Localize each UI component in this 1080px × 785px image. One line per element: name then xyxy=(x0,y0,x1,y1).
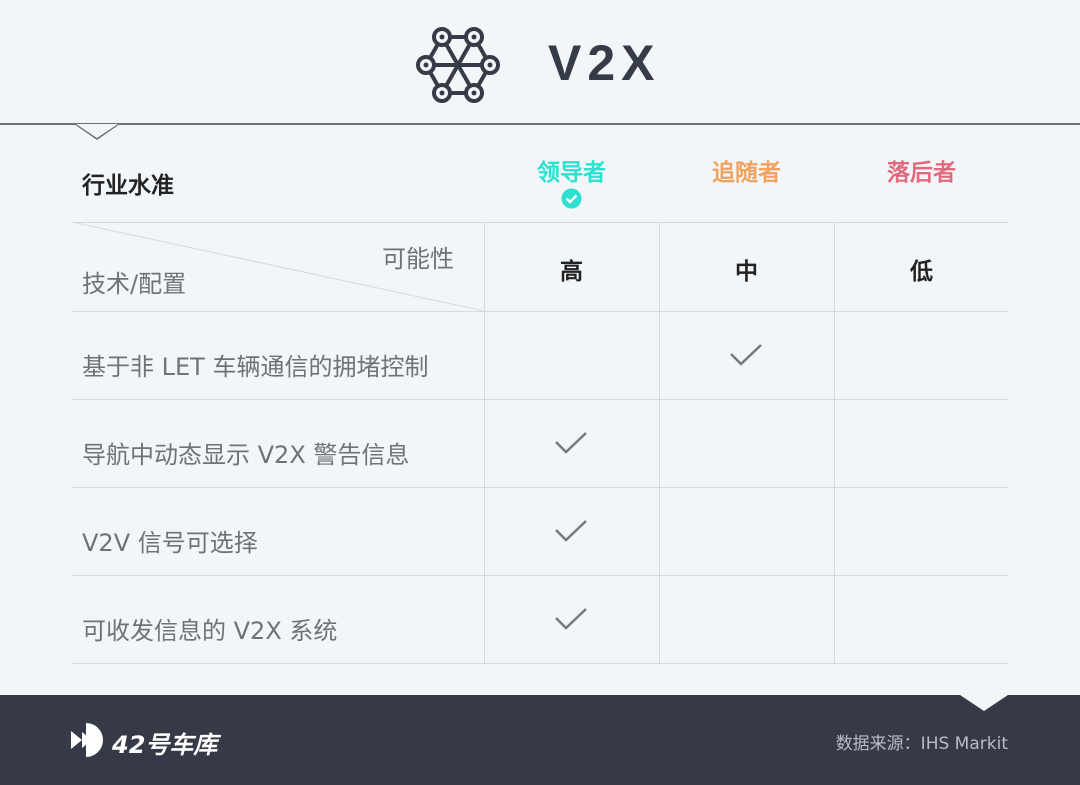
tier-laggard: 落后者 xyxy=(887,160,956,186)
likelihood-high: 高 xyxy=(560,259,583,285)
col-divider xyxy=(659,222,660,663)
row-divider xyxy=(72,222,1008,223)
check-icon xyxy=(730,344,762,366)
check-icon xyxy=(555,608,587,630)
footer-notch xyxy=(960,695,1008,711)
likelihood-medium: 中 xyxy=(735,259,758,285)
row-divider xyxy=(72,575,1008,576)
row-label: 可收发信息的 V2X 系统 xyxy=(82,617,338,645)
row-divider xyxy=(72,487,1008,488)
col-divider xyxy=(484,222,485,663)
divider-notch-fill xyxy=(76,124,118,138)
data-source: 数据来源：IHS Markit xyxy=(835,734,1008,754)
row-label: 导航中动态显示 V2X 警告信息 xyxy=(82,441,410,469)
divider xyxy=(0,123,1080,125)
check-icon xyxy=(555,520,587,542)
diag-header-tech: 技术/配置 xyxy=(82,270,187,298)
brand-name: 42号车库 xyxy=(112,731,218,759)
diag-header-likelihood: 可能性 xyxy=(382,245,454,273)
row-divider xyxy=(72,663,1008,664)
tier-follower: 追随者 xyxy=(712,160,781,186)
likelihood-low: 低 xyxy=(910,259,933,285)
row-divider xyxy=(72,399,1008,400)
network-hexagon-icon xyxy=(416,27,500,103)
row-label: V2V 信号可选择 xyxy=(82,529,258,557)
footer xyxy=(0,695,1080,785)
diagonal-line xyxy=(72,222,484,311)
standard-label: 行业水准 xyxy=(82,173,174,199)
row-label: 基于非 LET 车辆通信的拥堵控制 xyxy=(82,353,429,381)
check-icon xyxy=(555,432,587,454)
row-divider xyxy=(72,311,1008,312)
page-title: V2X xyxy=(548,35,661,91)
brand-logo-icon xyxy=(71,723,103,757)
tier-leader: 领导者 xyxy=(537,160,606,186)
selected-check-icon xyxy=(561,188,582,209)
col-divider xyxy=(834,222,835,663)
